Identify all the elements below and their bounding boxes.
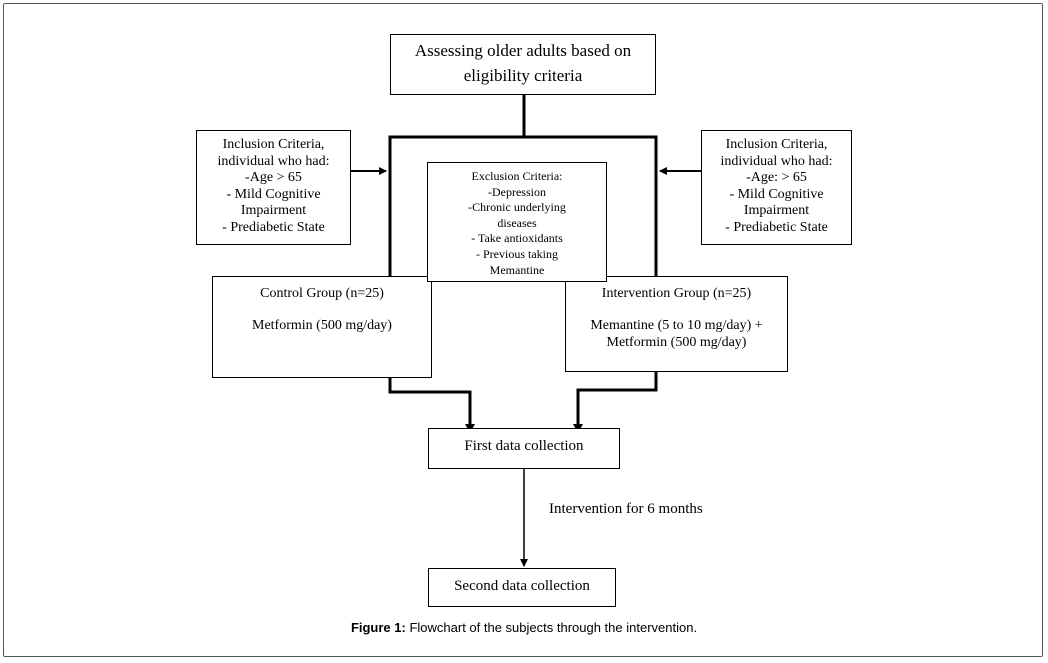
exclusion-line-1: Exclusion Criteria:	[471, 169, 563, 183]
assessing-eligibility-box: Assessing older adults based on eligibil…	[390, 34, 656, 95]
assess-line-2: eligibility criteria	[463, 66, 583, 85]
intervention-group-treatment-1: Memantine (5 to 10 mg/day) +	[590, 318, 763, 333]
exclusion-line-5: - Take antioxidants	[471, 231, 563, 246]
exclusion-line-7: Memantine	[489, 262, 545, 277]
inclusion-right-line-3: -Age: > 65	[746, 170, 807, 185]
inclusion-right-line-6: - Prediabetic State	[725, 219, 828, 235]
assess-line-1: Assessing older adults based on	[414, 41, 632, 60]
caption-label: Figure 1:	[350, 620, 406, 635]
intervention-duration-label: Intervention for 6 months	[549, 501, 703, 517]
inclusion-right-line-5: Impairment	[743, 203, 810, 218]
first-data-collection-box: First data collection	[428, 428, 620, 469]
inclusion-left-line-3: -Age > 65	[245, 170, 302, 185]
connector-left-branch	[388, 135, 524, 276]
inclusion-criteria-left-box: Inclusion Criteria, individual who had: …	[196, 130, 351, 245]
control-group-treatment: Metformin (500 mg/day)	[252, 318, 392, 333]
inclusion-right-line-1: Inclusion Criteria,	[725, 137, 828, 152]
inclusion-left-line-4: - Mild Cognitive	[226, 186, 321, 202]
exclusion-line-3: -Chronic underlying	[468, 200, 566, 215]
inclusion-left-line-5: Impairment	[240, 203, 307, 218]
intervention-group-treatment-2: Metformin (500 mg/day)	[606, 335, 747, 350]
exclusion-line-6: - Previous taking	[476, 246, 558, 261]
exclusion-line-4: diseases	[497, 215, 537, 230]
figure-frame	[3, 3, 1043, 657]
inclusion-left-line-2: individual who had:	[217, 153, 330, 169]
inclusion-right-line-2: individual who had:	[720, 153, 833, 169]
inclusion-left-line-6: - Prediabetic State	[222, 219, 325, 235]
caption-text: Flowchart of the subjects through the in…	[405, 620, 698, 635]
exclusion-criteria-box: Exclusion Criteria: -Depression -Chronic…	[427, 162, 607, 282]
control-group-box: Control Group (n=25) Metformin (500 mg/d…	[212, 276, 432, 378]
control-group-title: Control Group (n=25)	[260, 286, 384, 301]
inclusion-left-line-1: Inclusion Criteria,	[222, 137, 325, 152]
second-data-collection-box: Second data collection	[428, 568, 616, 607]
inclusion-right-line-4: - Mild Cognitive	[729, 186, 824, 202]
first-data-collection-label: First data collection	[464, 438, 584, 454]
connector-right-branch	[524, 135, 658, 276]
figure-caption: Figure 1: Flowchart of the subjects thro…	[0, 620, 1048, 635]
exclusion-line-2: -Depression	[488, 184, 546, 199]
inclusion-criteria-right-box: Inclusion Criteria, individual who had: …	[701, 130, 852, 245]
intervention-group-box: Intervention Group (n=25) Memantine (5 t…	[565, 276, 788, 372]
second-data-collection-label: Second data collection	[454, 578, 590, 594]
intervention-group-title: Intervention Group (n=25)	[601, 286, 752, 301]
